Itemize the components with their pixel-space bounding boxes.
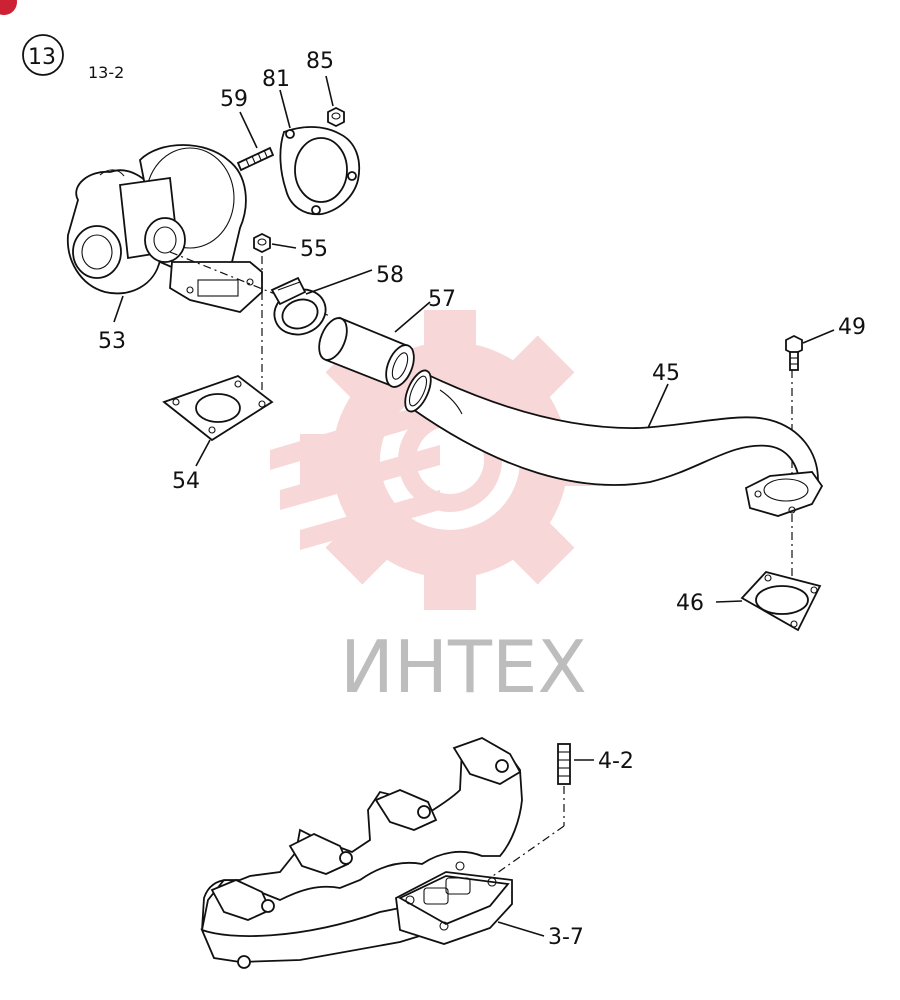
callout-46: 46 — [676, 591, 704, 616]
clamp-58-part — [270, 276, 327, 336]
callout-55: 55 — [300, 237, 328, 262]
callout-53: 53 — [98, 329, 126, 354]
turbocharger-part — [67, 144, 263, 313]
callout-45: 45 — [652, 361, 680, 386]
callout-49: 49 — [838, 315, 866, 340]
stud-4-2-part — [557, 743, 571, 785]
stud-59-part — [236, 146, 275, 172]
callout-59: 59 — [220, 87, 248, 112]
callout-54: 54 — [172, 469, 200, 494]
gasket-54-part — [162, 374, 274, 442]
corner-mark — [0, 0, 17, 15]
nut-55-part — [253, 232, 271, 254]
callout-85: 85 — [306, 49, 334, 74]
pipe-45-part — [404, 369, 824, 517]
callout-58: 58 — [376, 263, 404, 288]
nut-85-part — [327, 106, 345, 128]
watermark-text: ИНТЕХ — [340, 625, 587, 709]
callout-3-7: 3-7 — [548, 925, 584, 950]
gasket-81-part — [279, 126, 361, 216]
figure-badge: 13 — [22, 34, 64, 76]
hose-57-part — [318, 316, 415, 388]
figure-badge-number: 13 — [28, 45, 56, 70]
callout-4-2: 4-2 — [598, 749, 634, 774]
sheet-ref: 13-2 — [88, 63, 124, 82]
callout-57: 57 — [428, 287, 456, 312]
bolt-49-part — [785, 334, 803, 371]
callout-81: 81 — [262, 67, 290, 92]
exhaust-manifold-part — [200, 737, 523, 969]
gasket-46-part — [740, 570, 822, 632]
